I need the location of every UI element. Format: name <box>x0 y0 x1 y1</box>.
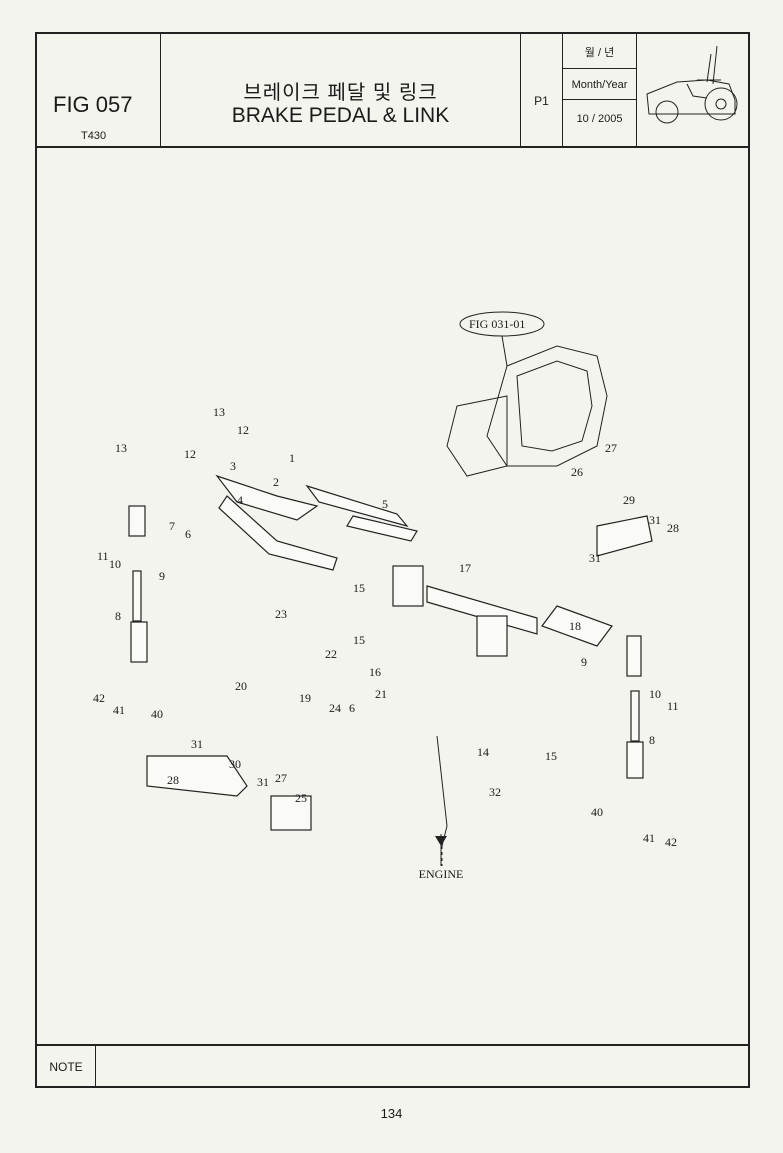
figure-number-cell: FIG 057 T430 <box>37 34 161 146</box>
callout-29: 29 <box>623 493 635 507</box>
callout-6b: 6 <box>349 701 355 715</box>
callout-11a: 11 <box>97 549 109 563</box>
callout-8a: 8 <box>115 609 121 623</box>
callout-32: 32 <box>489 785 501 799</box>
tractor-icon <box>646 45 738 124</box>
note-row: NOTE <box>37 1044 748 1088</box>
page-cell: P1 <box>521 34 563 146</box>
callout-31c: 31 <box>191 737 203 751</box>
brake-pedal-assembly <box>128 474 653 866</box>
callout-8b: 8 <box>649 733 655 747</box>
figure-number: FIG 057 <box>53 92 133 117</box>
date-value: 10 / 2005 <box>576 113 623 125</box>
callout-13a: 13 <box>213 405 225 419</box>
callout-40b: 40 <box>591 805 603 819</box>
page-number: 134 <box>380 1106 403 1121</box>
callout-9b: 9 <box>581 655 587 669</box>
callout-10a: 10 <box>109 557 121 571</box>
figure-reference-callout: FIG 031-01 <box>459 311 545 367</box>
callout-15a: 15 <box>353 581 365 595</box>
exploded-diagram: FIG 031-01 <box>37 146 748 1044</box>
callout-41a: 41 <box>113 703 125 717</box>
date-cell: 월 / 년 Month/Year 10 / 2005 <box>563 34 637 146</box>
callout-26: 26 <box>571 465 583 479</box>
logo-cell <box>637 34 748 146</box>
callout-11b: 11 <box>667 699 679 713</box>
callout-1: 1 <box>289 451 295 465</box>
callout-41b: 41 <box>643 831 655 845</box>
diagram-canvas: FIG 031-01 <box>93 311 679 881</box>
page-frame: FIG 057 T430 브레이크 페달 및 링크 BRAKE PEDAL & … <box>35 32 750 1088</box>
callout-16: 16 <box>369 665 381 679</box>
callout-31d: 31 <box>257 775 269 789</box>
title-english: BRAKE PEDAL & LINK <box>231 104 450 127</box>
callout-18: 18 <box>569 619 581 633</box>
callout-27b: 27 <box>275 771 287 785</box>
callout-15b: 15 <box>353 633 365 647</box>
callout-40a: 40 <box>151 707 163 721</box>
callout-6a: 6 <box>185 527 191 541</box>
callout-31a: 31 <box>649 513 661 527</box>
callout-13b: 13 <box>115 441 127 455</box>
engine-label: ENGINE <box>419 867 464 881</box>
date-label-korean: 월 / 년 <box>563 44 636 69</box>
figure-reference: FIG 031-01 <box>469 317 525 331</box>
callout-labels: 13 12 13 12 1 3 2 4 5 7 6 11 10 9 8 42 4… <box>93 405 679 849</box>
callout-22: 22 <box>325 647 337 661</box>
callout-17: 17 <box>459 561 471 575</box>
callout-25: 25 <box>295 791 307 805</box>
note-label: NOTE <box>37 1046 96 1088</box>
callout-42b: 42 <box>665 835 677 849</box>
callout-31b: 31 <box>589 551 601 565</box>
callout-30: 30 <box>229 757 241 771</box>
callout-7: 7 <box>169 519 175 533</box>
title-korean: 브레이크 페달 및 링크 <box>243 82 438 104</box>
callout-27a: 27 <box>605 441 617 455</box>
callout-12a: 12 <box>237 423 249 437</box>
callout-20: 20 <box>235 679 247 693</box>
callout-10b: 10 <box>649 687 661 701</box>
callout-21: 21 <box>375 687 387 701</box>
callout-15c: 15 <box>545 749 557 763</box>
callout-42a: 42 <box>93 691 105 705</box>
page-label: P1 <box>534 94 549 108</box>
engine-arrow: ENGINE <box>419 834 464 881</box>
callout-24: 24 <box>329 701 341 715</box>
title-cell: 브레이크 페달 및 링크 BRAKE PEDAL & LINK <box>161 34 521 146</box>
callout-23: 23 <box>275 607 287 621</box>
date-label-english: Month/Year <box>563 71 636 100</box>
model-number: T430 <box>81 130 107 142</box>
callout-4: 4 <box>237 493 243 507</box>
callout-2: 2 <box>273 475 279 489</box>
callout-12b: 12 <box>184 447 196 461</box>
transmission-housing <box>446 345 608 477</box>
callout-28b: 28 <box>167 773 179 787</box>
callout-19: 19 <box>299 691 311 705</box>
callout-14: 14 <box>477 745 489 759</box>
callout-5: 5 <box>382 497 388 511</box>
callout-9a: 9 <box>159 569 165 583</box>
header: FIG 057 T430 브레이크 페달 및 링크 BRAKE PEDAL & … <box>37 34 748 148</box>
callout-3: 3 <box>230 459 236 473</box>
callout-28a: 28 <box>667 521 679 535</box>
